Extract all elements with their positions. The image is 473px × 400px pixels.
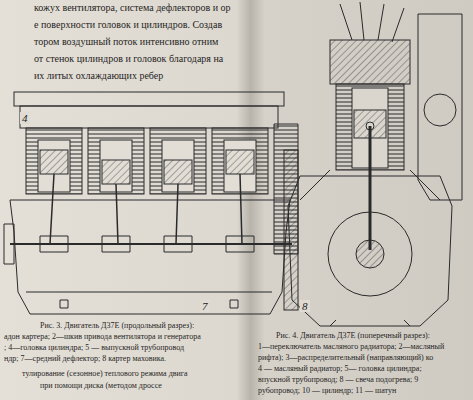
caption-text: рубопровод; 10 — цилиндр; 11 — шатун bbox=[258, 387, 396, 396]
body-text: от стенок цилиндров и головок благодаря … bbox=[34, 53, 223, 64]
figure-caption: Рис. 4. Двигатель Д37Е (поперечный разре… bbox=[276, 332, 430, 341]
callout-number: 8 bbox=[300, 300, 310, 312]
callout-number: 7 bbox=[200, 300, 210, 312]
body-text: их литых охлаждающих ребер bbox=[34, 70, 163, 81]
body-text: кожух вентилятора, система дефлекторов и… bbox=[34, 2, 231, 13]
caption-text: ; 4—головка цилиндра; 5 — выпускной труб… bbox=[4, 344, 184, 353]
callout-number: 4 bbox=[20, 112, 30, 124]
caption-text: адон картера; 2—шкив привода вентилятора… bbox=[4, 333, 201, 342]
figure-caption: Рис. 3. Двигатель Д37Е (продольный разре… bbox=[40, 322, 194, 331]
caption-text: 1—переключатель масляного радиатора; 2—м… bbox=[258, 343, 444, 352]
body-text: при помощи диска (методом дроссе bbox=[40, 382, 162, 391]
caption-text: 4 — масляный радиатор; 5— головка цилинд… bbox=[258, 365, 422, 374]
caption-text: рифта); 3—распределительный (направляющи… bbox=[258, 354, 433, 363]
body-text: тором воздушный поток интенсивно отним bbox=[34, 36, 218, 47]
caption-text: ндр; 7—средний дефлектор; 8 картер махов… bbox=[4, 355, 166, 364]
caption-text: впускной трубопровод; 8 — свеча подогрев… bbox=[258, 376, 418, 385]
body-text: е поверхности головок и цилиндров. Созда… bbox=[34, 19, 222, 30]
body-text: тулирование (сезонное) теплового режима … bbox=[22, 370, 188, 379]
